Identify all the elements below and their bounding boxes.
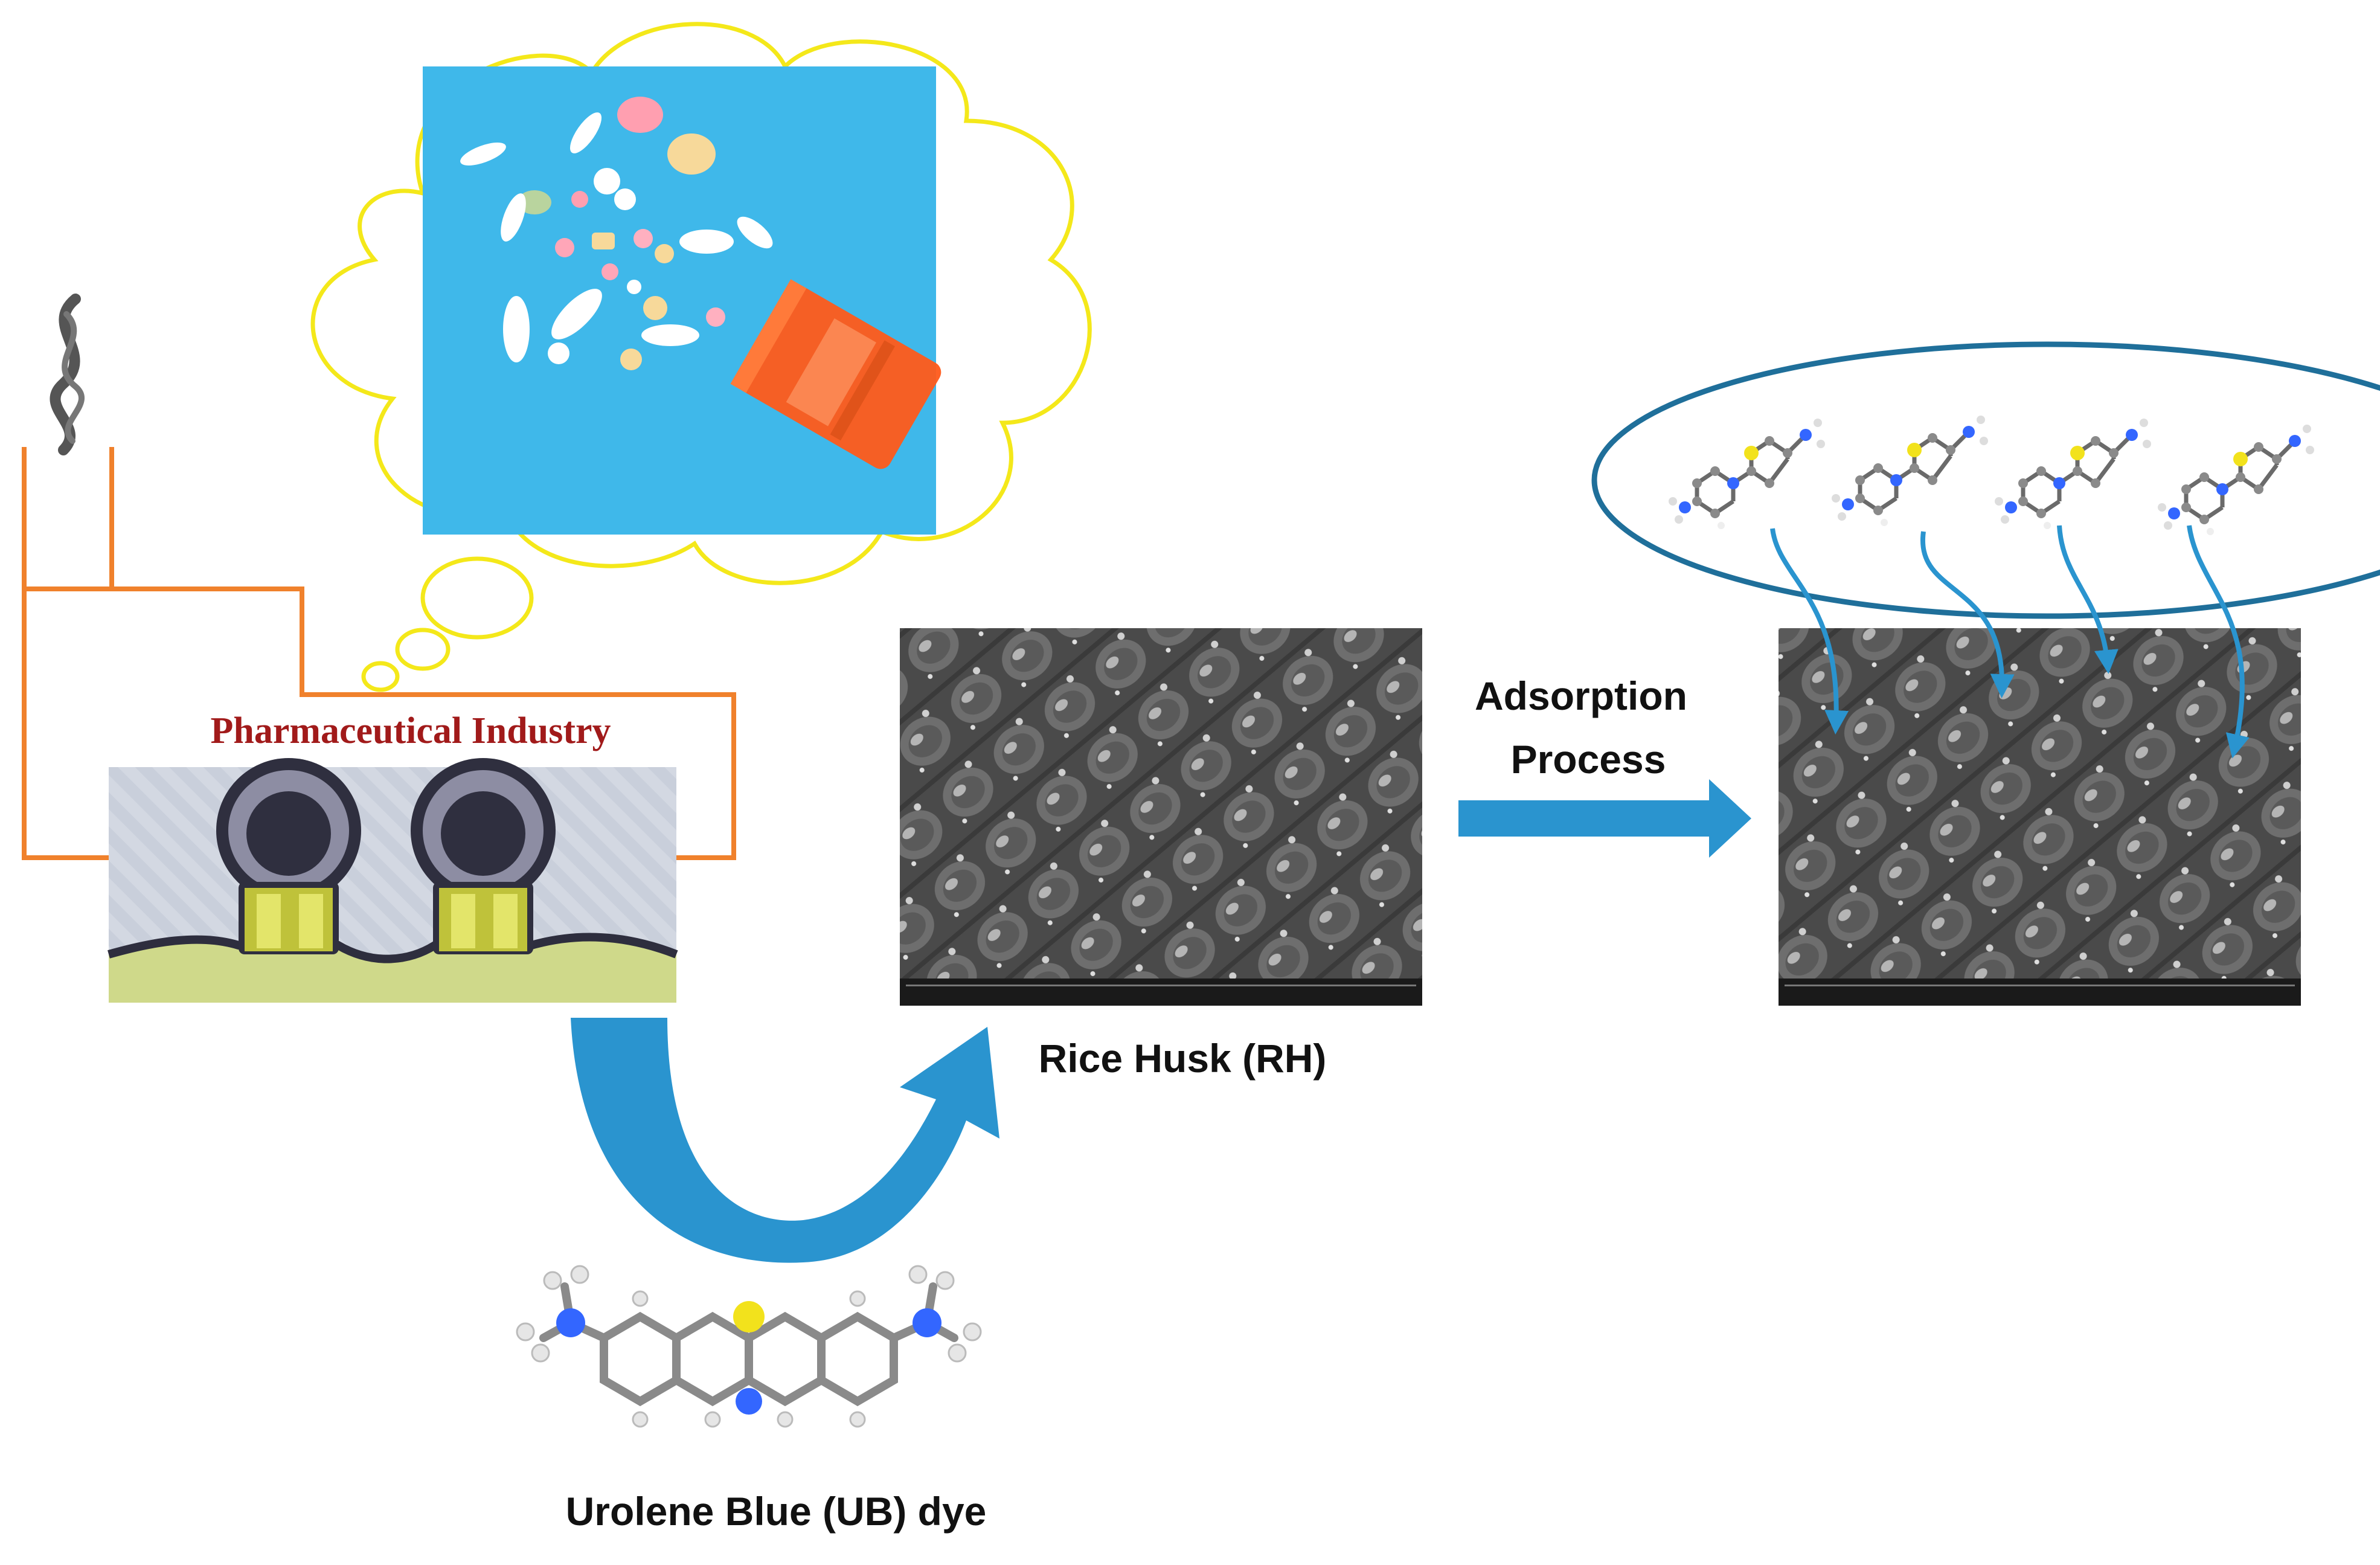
- adsorption-arrow: [1458, 779, 1751, 858]
- industry-pipes: [22, 447, 736, 860]
- adsorption-label-line2: Process: [1511, 737, 1666, 782]
- adsorption-label-line1: Adsorption: [1475, 673, 1687, 718]
- adsorption-path-arrow-2: [1920, 531, 2015, 698]
- industry-label: Pharmaceutical Industry: [210, 710, 611, 751]
- adsorption-path-arrow-4: [2187, 525, 2250, 759]
- pills-and-bottle-image: [423, 66, 941, 535]
- thought-bubbles: [361, 556, 534, 692]
- adsorption-path-arrow-3: [2057, 525, 2119, 674]
- rice-husk-label: Rice Husk (RH): [1039, 1036, 1327, 1081]
- factory-outlet-pipes-icon: [107, 758, 678, 1003]
- smoke-icon: [50, 294, 85, 455]
- curved-flow-arrow: [571, 1018, 999, 1263]
- dye-label: Urolene Blue (UB) dye: [566, 1489, 987, 1534]
- dye-molecules-ellipse: [1591, 341, 2380, 619]
- rice-husk-sem-image: [900, 628, 1422, 1006]
- adsorbed-rice-husk-sem-image: [1779, 628, 2301, 1006]
- adsorption-path-arrow-1: [1770, 528, 1849, 734]
- urolene-blue-molecule-icon: [516, 1265, 982, 1428]
